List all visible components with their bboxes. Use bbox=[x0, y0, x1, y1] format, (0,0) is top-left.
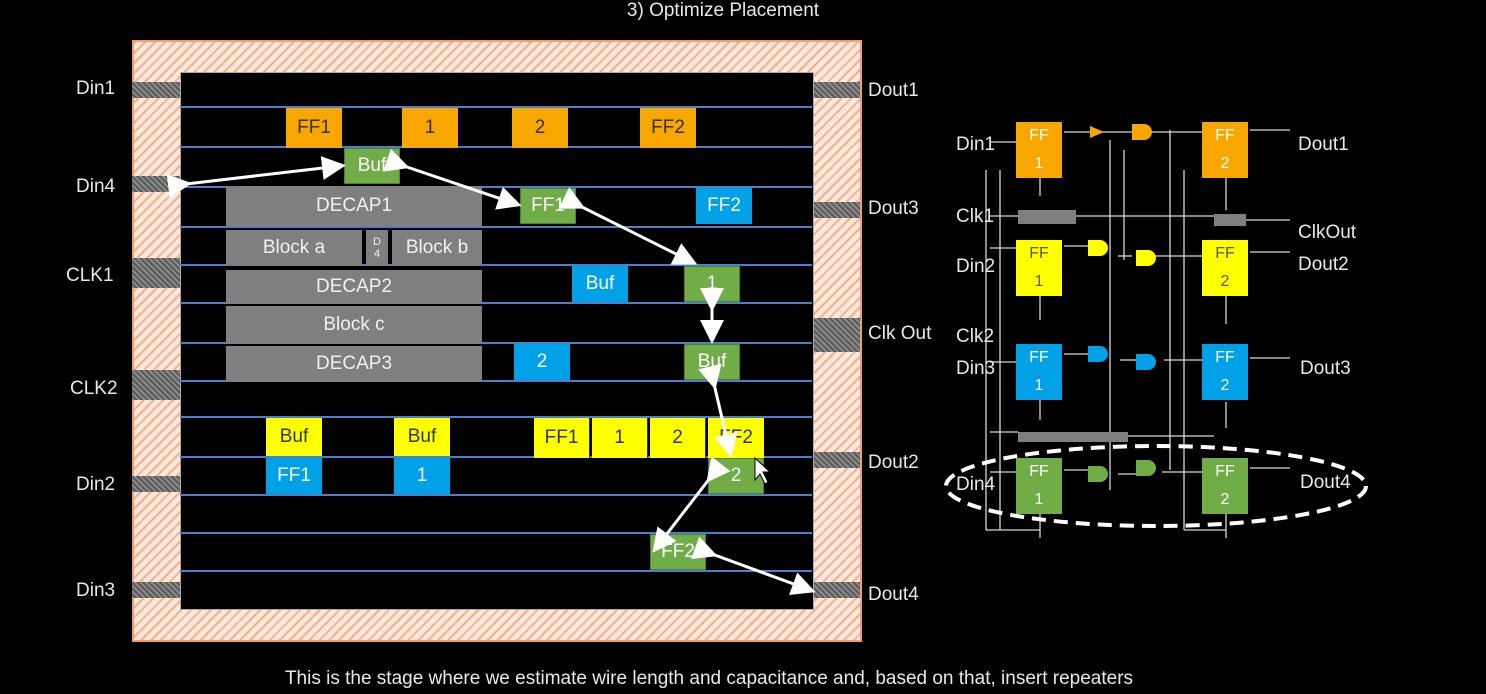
macro-decap2[interactable]: DECAP2 bbox=[226, 270, 482, 304]
cell-buf-yellow-1[interactable]: Buf bbox=[266, 418, 322, 456]
cell-2-yellow[interactable]: 2 bbox=[650, 418, 706, 458]
io-pad bbox=[132, 82, 180, 98]
cell-1-blue[interactable]: 1 bbox=[394, 458, 450, 494]
cell-ff1-orange[interactable]: FF1 bbox=[286, 108, 342, 148]
io-pad bbox=[132, 582, 180, 598]
pin-din3-label: Din3 bbox=[76, 580, 116, 601]
io-pad bbox=[814, 582, 860, 598]
arrow-ff2-dout4 bbox=[690, 536, 816, 596]
placement-row bbox=[180, 494, 812, 496]
placement-row bbox=[180, 146, 812, 148]
pin-din4-label: Din4 bbox=[76, 176, 116, 197]
placement-row bbox=[180, 456, 812, 458]
io-pad bbox=[814, 318, 860, 352]
sch-din1-label: Din1 bbox=[956, 134, 996, 155]
placement-row bbox=[180, 342, 812, 344]
macro-block-b[interactable]: Block b bbox=[392, 230, 482, 266]
io-pad bbox=[132, 258, 180, 288]
pin-dout2-label: Dout2 bbox=[868, 452, 919, 473]
highlight-ellipse bbox=[944, 444, 1368, 528]
placement-row bbox=[180, 380, 812, 382]
sch-clk2-label: Clk2 bbox=[956, 326, 995, 347]
arrow-buf-2 bbox=[698, 363, 738, 458]
placement-row bbox=[180, 570, 812, 572]
cell-buf-blue[interactable]: Buf bbox=[572, 266, 628, 302]
placement-row bbox=[180, 302, 812, 304]
mouse-cursor-icon bbox=[754, 456, 772, 485]
sch-din4-label: Din4 bbox=[956, 474, 996, 495]
io-pad bbox=[814, 82, 860, 98]
cell-buf-yellow-2[interactable]: Buf bbox=[394, 418, 450, 456]
sch-din3-label: Din3 bbox=[956, 358, 996, 379]
cell-ff2-blue[interactable]: FF2 bbox=[696, 188, 752, 224]
pin-clkout-label: Clk Out bbox=[868, 323, 932, 344]
cell-1-orange[interactable]: 1 bbox=[402, 108, 458, 148]
io-pad bbox=[814, 202, 860, 218]
pin-din2-label: Din2 bbox=[76, 474, 116, 495]
placement-row bbox=[180, 416, 812, 418]
placement-row bbox=[180, 106, 812, 108]
schematic-wiring bbox=[944, 124, 1368, 538]
arrow-ff1-1 bbox=[558, 187, 698, 265]
cell-ff1-yellow[interactable]: FF1 bbox=[534, 418, 590, 458]
sch-clkout-label: ClkOut bbox=[1298, 222, 1357, 243]
io-pad bbox=[814, 452, 860, 468]
sch-dout1-label: Dout1 bbox=[1298, 134, 1349, 155]
slide-title: 3) Optimize Placement bbox=[626, 0, 820, 21]
placement-row bbox=[180, 532, 812, 534]
macro-block-c[interactable]: Block c bbox=[226, 306, 482, 344]
pin-dout3-label: Dout3 bbox=[868, 198, 919, 219]
macro-block-a[interactable]: Block a bbox=[226, 230, 362, 266]
decap4-letter: D bbox=[373, 236, 381, 248]
io-pad bbox=[132, 476, 180, 492]
macro-decap3[interactable]: DECAP3 bbox=[226, 346, 482, 382]
arrow-buf-ff1 bbox=[383, 148, 522, 210]
cell-ff1-blue[interactable]: FF1 bbox=[266, 458, 322, 494]
sch-dout3-label: Dout3 bbox=[1300, 358, 1351, 379]
cell-1-yellow[interactable]: 1 bbox=[592, 418, 648, 458]
pin-dout1-label: Dout1 bbox=[868, 80, 919, 101]
cell-2-blue[interactable]: 2 bbox=[514, 344, 570, 380]
slide-caption: This is the stage where we estimate wire… bbox=[284, 668, 1134, 689]
cell-2-orange[interactable]: 2 bbox=[512, 108, 568, 148]
placement-row bbox=[180, 226, 812, 228]
arrow-2-ff2 bbox=[652, 456, 731, 553]
arrow-din4-buf bbox=[166, 156, 346, 199]
macro-decap4[interactable]: D 4 bbox=[366, 230, 388, 266]
sch-din2-label: Din2 bbox=[956, 256, 996, 277]
io-pad bbox=[132, 370, 180, 400]
sch-clk1-label: Clk1 bbox=[956, 206, 995, 227]
sch-dout2-label: Dout2 bbox=[1298, 254, 1349, 275]
cell-ff2-orange[interactable]: FF2 bbox=[640, 108, 696, 148]
placement-row bbox=[180, 264, 812, 266]
pin-clk1-label: CLK1 bbox=[66, 265, 114, 286]
sch-dout4-label: Dout4 bbox=[1300, 472, 1351, 493]
decap4-number: 4 bbox=[373, 248, 381, 260]
pin-dout4-label: Dout4 bbox=[868, 584, 919, 605]
pin-din1-label: Din1 bbox=[76, 78, 116, 99]
pin-clk2-label: CLK2 bbox=[70, 378, 118, 399]
